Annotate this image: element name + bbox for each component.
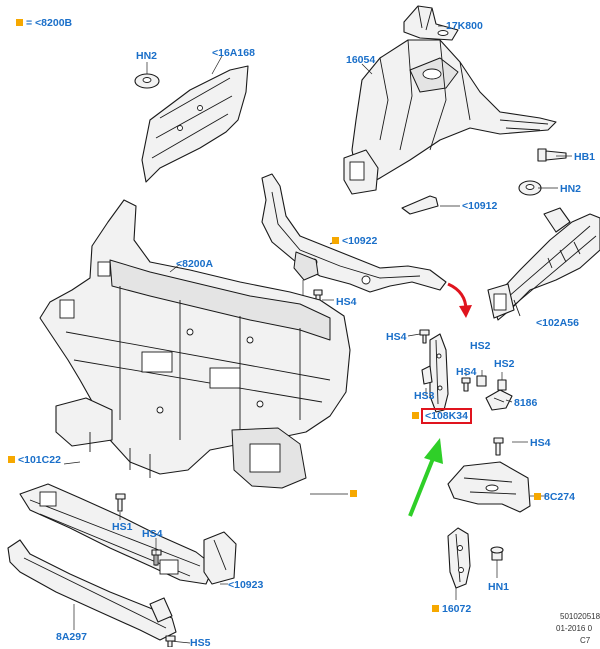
nut-hs2-a <box>476 375 487 387</box>
panel-16a168 <box>141 65 249 183</box>
lower-bar-8a297 <box>7 539 177 641</box>
marker-8c274 <box>534 493 541 500</box>
label-8200a: <8200A <box>176 258 214 270</box>
screw-hs4-right <box>493 437 504 456</box>
bracket-17k800 <box>403 5 459 41</box>
bracket-16072 <box>447 527 471 600</box>
crossbar-10922 <box>261 173 447 298</box>
label-101c22: <101C22 <box>8 454 61 466</box>
label-102a56: <102A56 <box>536 317 579 329</box>
footer-revision: C7 <box>580 636 591 645</box>
label-16054: 16054 <box>346 54 376 66</box>
legend-label: = <8200B <box>16 17 72 29</box>
nut-hn1 <box>490 546 504 561</box>
label-17k800: 17K800 <box>446 20 483 32</box>
red-direction-arrow <box>447 282 472 318</box>
label-hs1: HS1 <box>112 521 133 533</box>
apron-16054 <box>343 39 557 195</box>
latch-8186 <box>485 389 513 411</box>
footer-date-code: 01-2016 0 <box>556 624 593 633</box>
label-8a297: 8A297 <box>56 631 87 643</box>
screw-hs1 <box>115 493 126 512</box>
screw-hs4-small <box>461 377 471 392</box>
marker-101c22 <box>8 456 15 463</box>
label-8186: 8186 <box>514 397 538 409</box>
label-hs4-upper: HS4 <box>386 331 407 343</box>
bracket-108k34 <box>429 333 449 413</box>
label-hs4-low: HS4 <box>142 528 163 540</box>
radiator-support-8200a <box>39 199 351 489</box>
label-hs5: HS5 <box>190 637 211 649</box>
label-16a168: <16A168 <box>212 47 255 59</box>
marker-108k34 <box>412 412 419 419</box>
bumper-beam-10923 <box>19 483 237 585</box>
rail-102a56 <box>487 207 600 321</box>
legend-marker <box>16 19 23 26</box>
marker-8200b-part <box>350 490 357 497</box>
label-hn1: HN1 <box>488 581 510 593</box>
label-hs4-right: HS4 <box>530 437 551 449</box>
label-108k34-highlighted: <108K34 <box>421 408 472 424</box>
label-hb1: HB1 <box>574 151 596 163</box>
label-10922: <10922 <box>332 235 377 247</box>
bracket-8c274 <box>447 461 531 513</box>
label-hs3: HS3 <box>414 390 435 402</box>
nut-hn2-top <box>134 73 160 89</box>
green-pointer-arrow <box>408 438 443 517</box>
label-10923: <10923 <box>228 579 264 591</box>
label-hs4-mid: HS4 <box>336 296 357 308</box>
screw-hs4-upper <box>419 329 430 344</box>
label-hn2-top: HN2 <box>136 50 158 62</box>
footer-doc-number: 501020518 <box>560 612 600 621</box>
nut-hs2-b <box>497 379 507 391</box>
bolt-hb1 <box>537 148 567 162</box>
label-hs2-a: HS2 <box>470 340 491 352</box>
clip-10912 <box>401 195 439 215</box>
label-10912: <10912 <box>462 200 498 212</box>
nut-hn2-right <box>518 180 542 196</box>
label-hn2-right: HN2 <box>560 183 582 195</box>
label-8c274: 8C274 <box>534 491 575 503</box>
clip-hs3 <box>421 365 433 385</box>
marker-16072 <box>432 605 439 612</box>
label-hs4-small: HS4 <box>456 366 477 378</box>
label-16072: 16072 <box>432 603 471 615</box>
marker-10922 <box>332 237 339 244</box>
label-hs2-b: HS2 <box>494 358 515 370</box>
